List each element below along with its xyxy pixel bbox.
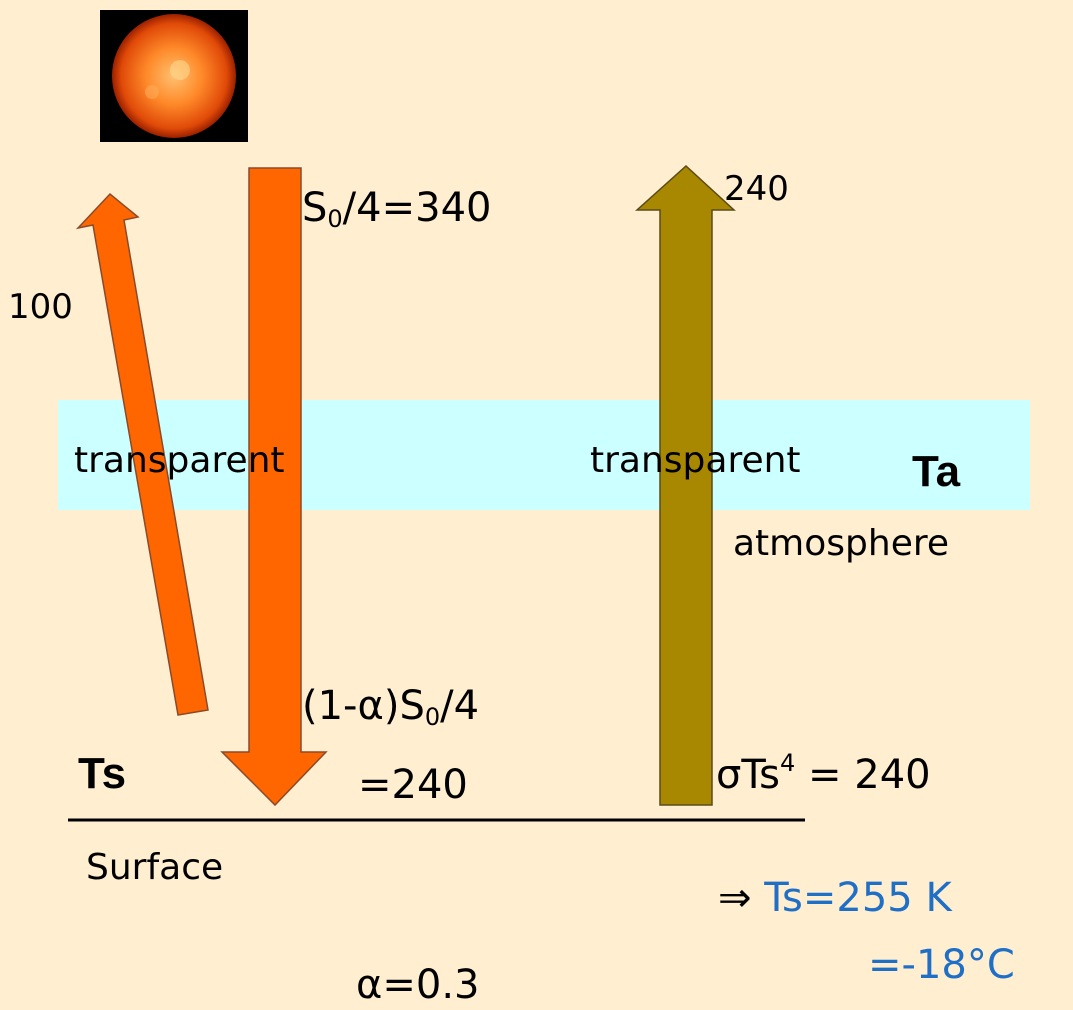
incoming-solar-arrow [220,167,328,807]
sun-icon [100,10,248,142]
atmosphere-band [58,400,1030,510]
transparent-label-right: transparent [590,440,801,481]
reflected-solar-arrow [75,192,209,716]
incoming-flux-label: S0/4=340 [302,185,492,233]
reflected-flux-label: 100 [8,287,73,327]
atmosphere-temperature-label: Ta [912,447,961,496]
result-temperature-kelvin: ⇒ Ts=255 K [718,875,952,921]
surface-label: Surface [86,847,224,888]
transparent-label-left: transparent [74,440,285,481]
surface-emission-label: σTs4 = 240 [716,749,931,798]
absorbed-flux-label: (1-α)S0/4 [302,683,480,731]
outgoing-longwave-arrow [635,164,736,806]
outgoing-flux-label: 240 [724,169,789,209]
albedo-label: α=0.3 [356,962,480,1008]
absorbed-flux-value: =240 [358,762,468,808]
implies-icon: ⇒ [718,875,752,921]
result-temperature-celsius: =-18°C [868,942,1015,988]
atmosphere-label: atmosphere [733,523,949,564]
surface-temperature-label: Ts [78,749,127,798]
